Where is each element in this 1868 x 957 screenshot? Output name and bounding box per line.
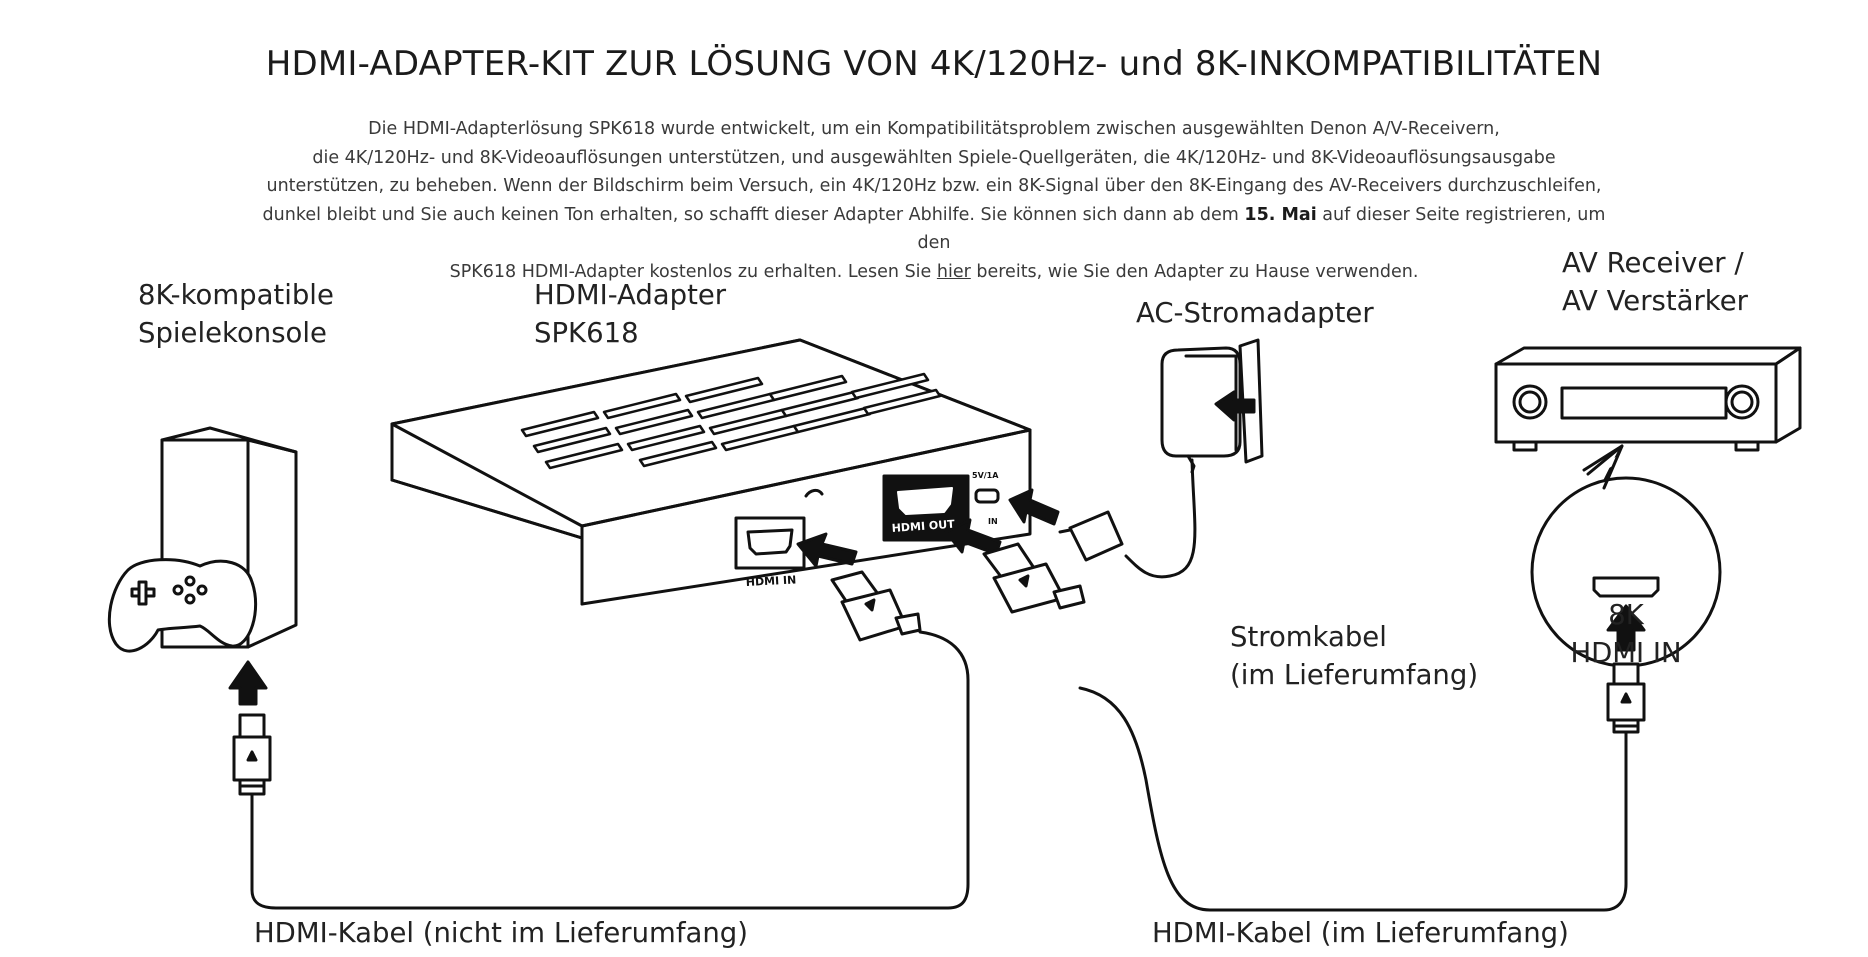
bubble-label-line: HDMI IN xyxy=(1570,637,1682,669)
hdmi-in-port-label: HDMI IN xyxy=(745,573,796,589)
console-label-line: Spielekonsole xyxy=(138,317,327,349)
vent-slots xyxy=(520,372,942,470)
intro-text: bereits, wie Sie den Adapter zu Hause ve… xyxy=(970,261,1419,282)
adapter-label: HDMI-Adapter SPK618 xyxy=(534,276,726,352)
hdmi-in-bubble-label: 8K HDMI IN xyxy=(1556,596,1696,672)
hdmi-plug-icon xyxy=(982,542,1086,614)
adapter-label-line: HDMI-Adapter xyxy=(534,279,727,311)
power-cable-label-line: (im Lieferumfang) xyxy=(1230,659,1479,691)
receiver-label-line: AV Receiver / xyxy=(1562,247,1744,279)
intro-line: die 4K/120Hz- und 8K-Videoauflösungen un… xyxy=(312,147,1556,168)
power-adapter-label: AC-Stromadapter xyxy=(1136,297,1374,329)
hdmi-plug-icon xyxy=(232,713,272,796)
cable-left-label: HDMI-Kabel (nicht im Lieferumfang) xyxy=(254,917,748,949)
dc-plug-icon xyxy=(1058,510,1124,562)
dc-port-label: 5V/1A xyxy=(972,471,999,480)
power-cable-label: Stromkabel (im Lieferumfang) xyxy=(1230,618,1478,694)
receiver-label: AV Receiver / AV Verstärker xyxy=(1562,244,1748,320)
hdmi-cable-right xyxy=(1078,686,1628,912)
dc-port xyxy=(974,488,1000,504)
hdmi-out-port-label: HDMI OUT xyxy=(891,518,955,535)
receiver-label-line: AV Verstärker xyxy=(1562,285,1748,317)
cable-right-label: HDMI-Kabel (im Lieferumfang) xyxy=(1152,917,1569,949)
intro-line: dunkel bleibt und Sie auch keinen Ton er… xyxy=(260,201,1608,258)
power-cable-label-line: Stromkabel xyxy=(1230,621,1387,653)
intro-line: unterstützen, zu beheben. Wenn der Bilds… xyxy=(266,176,1602,197)
console-label: 8K-kompatible Spielekonsole xyxy=(138,276,334,352)
adapter-label-line: SPK618 xyxy=(534,317,639,349)
arrow-up-icon xyxy=(1606,604,1646,652)
hdmi-plug-icon xyxy=(830,570,922,642)
connection-illustration: HDMI IN HDMI OUT 5V/1A IN xyxy=(107,338,1802,912)
gamepad-icon xyxy=(107,558,257,653)
arrow-up-icon xyxy=(228,660,268,706)
hdmi-cable-left xyxy=(250,630,970,910)
console-label-line: 8K-kompatible xyxy=(138,279,334,311)
connection-diagram: HDMI IN HDMI OUT 5V/1A IN 8K-kompatible … xyxy=(0,247,1868,957)
intro-text: dunkel bleibt und Sie auch keinen Ton er… xyxy=(262,204,1245,225)
arrow-left-icon xyxy=(796,488,1060,568)
hdmi-port-icon xyxy=(1592,576,1660,598)
hdmi-plug-icon xyxy=(1606,662,1646,734)
intro-text: SPK618 HDMI-Adapter kostenlos zu erhalte… xyxy=(449,261,937,282)
intro-text: auf dieser Seite registrieren, um den xyxy=(917,204,1606,254)
page-title: HDMI-ADAPTER-KIT ZUR LÖSUNG VON 4K/120Hz… xyxy=(265,44,1603,84)
power-cable xyxy=(1124,458,1197,579)
intro-line: Die HDMI-Adapterlösung SPK618 wurde entw… xyxy=(368,119,1500,139)
hdmi-in-port xyxy=(734,516,806,570)
instructions-link[interactable]: hier xyxy=(936,261,971,282)
dc-in-label: IN xyxy=(988,517,998,526)
intro-line: SPK618 HDMI-Adapter kostenlos zu erhalte… xyxy=(260,258,1608,287)
intro-paragraph: Die HDMI-Adapterlösung SPK618 wurde entw… xyxy=(260,115,1608,287)
bubble-label-line: 8K xyxy=(1608,599,1644,631)
hdmi-adapter-box xyxy=(390,338,1032,606)
registration-date: 15. Mai xyxy=(1244,204,1317,225)
av-receiver-icon xyxy=(1494,346,1802,452)
power-adapter-icon xyxy=(1160,338,1264,474)
